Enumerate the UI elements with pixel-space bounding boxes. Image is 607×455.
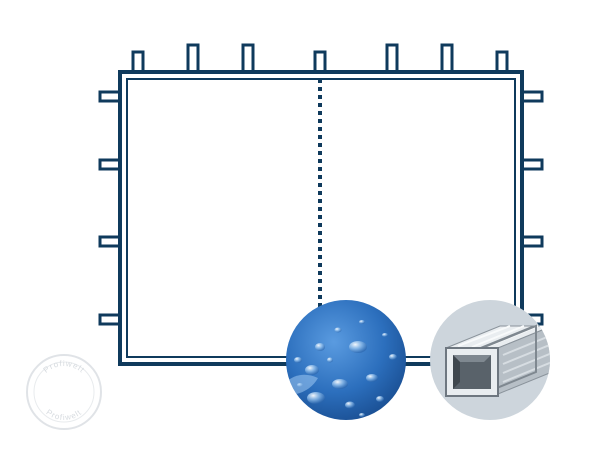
left-loops [98,90,122,326]
right-loops [520,90,544,326]
top-loops [131,43,509,74]
square-steel-tube-icon [430,300,550,420]
round-stamp-watermark: Profiwelt Profiwelt [26,354,102,430]
watermark-text-bottom: Profiwelt [45,408,84,423]
water-droplets-fabric-icon [286,300,406,420]
watermark-text-top: Profiwelt [42,359,87,375]
